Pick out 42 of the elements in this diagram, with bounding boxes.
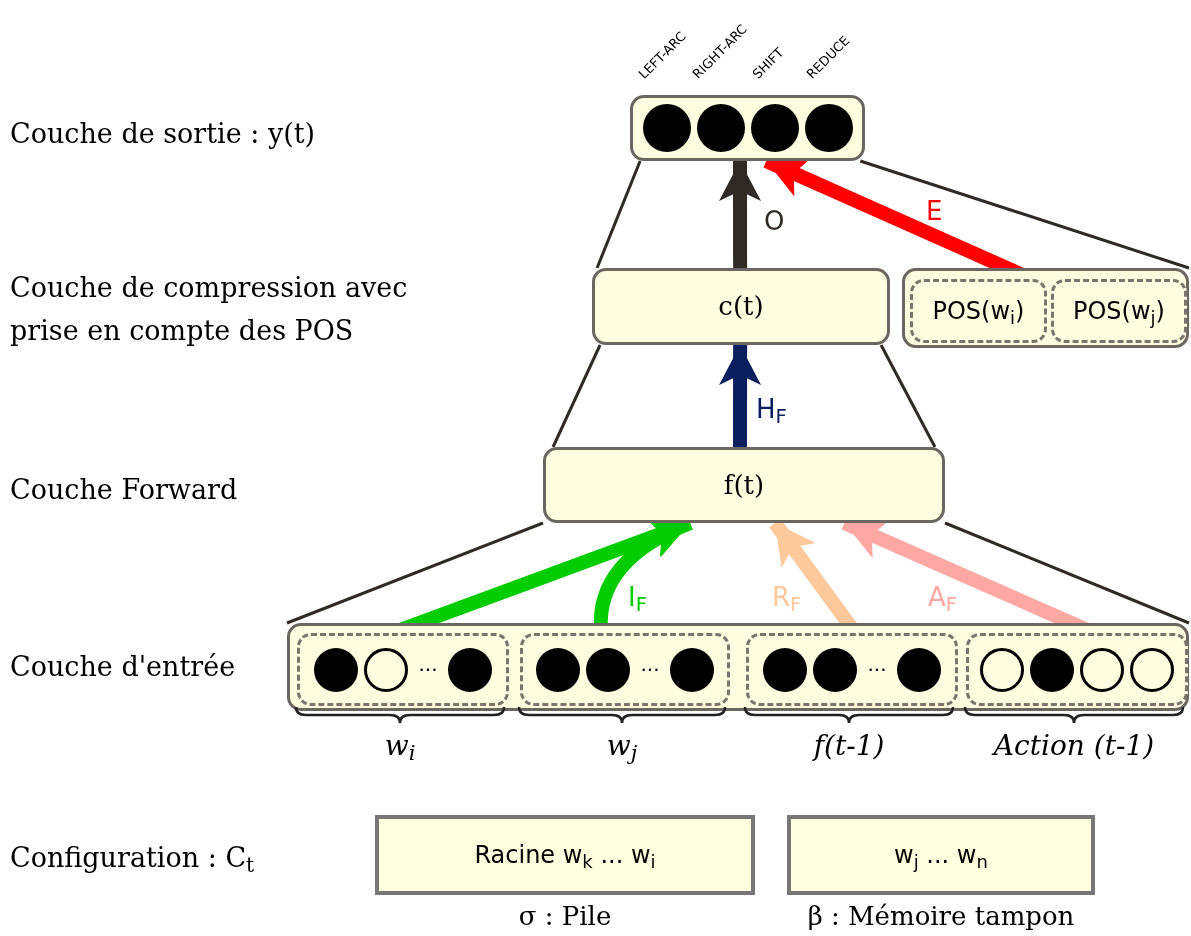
ellipsis: ··· [866, 659, 888, 680]
arrow [719, 344, 762, 447]
unit-group [1051, 279, 1187, 343]
layer-label: Couche Forward [10, 473, 239, 507]
brace-label: f(t-1) [813, 728, 885, 764]
connector-line [551, 344, 602, 448]
layer-label: Couche de sortie : y(t) [10, 117, 317, 151]
connector-line [286, 521, 544, 625]
layer-box [592, 268, 890, 345]
node-label: f(t) [723, 468, 765, 502]
ellipsis: ··· [639, 659, 661, 680]
edge-label: A$_{F}$ [926, 584, 959, 610]
brace-label: Action (t-1) [993, 728, 1155, 764]
connector-line [859, 159, 1190, 270]
unit-group [297, 633, 509, 706]
connector-line [595, 160, 642, 269]
arrow [719, 161, 762, 269]
configuration-box [787, 815, 1095, 895]
connector-line [879, 344, 937, 448]
node-label: POS(w$_{i}$) [932, 296, 1025, 329]
layer-box [287, 623, 1189, 711]
layer-label: Couche de compression avec prise en compte des POS [10, 271, 409, 348]
layer-label: Couche d'entrée [10, 650, 237, 684]
connector-line [944, 521, 1190, 625]
node-label: POS(w$_{j}$) [1073, 296, 1165, 329]
layer-box [902, 268, 1189, 348]
brace-label: w$_{i}$ [384, 728, 416, 767]
layer-label: Configuration : C$_{t}$ [10, 841, 256, 879]
layer-box [630, 95, 865, 161]
configuration-box [375, 815, 755, 895]
layer-box [543, 447, 945, 523]
node-label: c(t) [718, 290, 764, 323]
brace-label: w$_{j}$ [606, 728, 638, 767]
node-label: σ : Pile [518, 900, 612, 933]
node-label: Racine w$_{k}$ ... w$_{i}$ [474, 840, 656, 873]
unit-group [746, 633, 958, 706]
node-label: w$_{j}$ ... w$_{n}$ [894, 840, 988, 873]
ellipsis: ··· [417, 659, 439, 680]
unit-group [966, 633, 1188, 706]
unit-group [520, 633, 730, 706]
unit-group [910, 279, 1047, 343]
node-label: β : Mémoire tampon [807, 900, 1075, 933]
